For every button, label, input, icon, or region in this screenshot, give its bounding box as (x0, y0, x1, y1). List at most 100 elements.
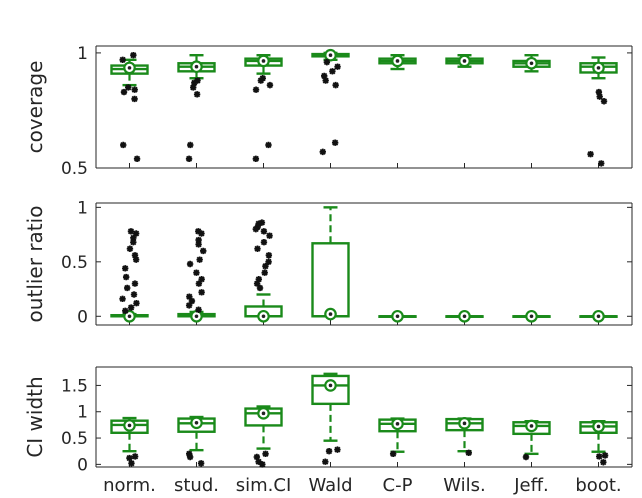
outlier-point (195, 236, 202, 244)
mean-marker-dot (529, 314, 534, 319)
mean-marker-dot (328, 312, 333, 316)
x-category-label: norm. (103, 475, 156, 496)
outlier-point (255, 220, 262, 227)
outlier-point (127, 228, 135, 235)
mean-marker-dot (127, 423, 132, 428)
outlier-point (253, 453, 261, 461)
outlier-point (124, 284, 131, 292)
outlier-point (265, 258, 272, 266)
box-Wils. (445, 309, 484, 323)
outlier-point (261, 269, 268, 276)
outlier-point (130, 234, 137, 242)
outlier-point (322, 77, 329, 84)
outlier-point (252, 225, 260, 233)
outlier-point (258, 219, 266, 226)
mean-marker-dot (529, 424, 534, 428)
box-stud. (177, 54, 216, 162)
outlier-point (255, 276, 263, 283)
outlier-point (119, 295, 126, 303)
outlier-point (190, 84, 197, 91)
box-norm. (110, 228, 149, 323)
outlier-point (334, 446, 341, 453)
outlier-point (601, 452, 609, 459)
outlier-point (262, 262, 269, 270)
mean-marker-dot (462, 421, 467, 426)
outlier-point (133, 300, 140, 307)
y-tick-label: 1.5 (61, 376, 88, 396)
outlier-point (188, 297, 196, 305)
outlier-point (122, 307, 129, 315)
mean-marker-dot (395, 422, 400, 426)
x-category-label: Jeff. (513, 475, 549, 496)
mean-marker-dot (462, 314, 467, 319)
mean-marker-dot (596, 424, 601, 429)
outlier-point (131, 252, 139, 259)
mean-marker-dot (194, 420, 199, 425)
box-norm. (110, 52, 149, 162)
box-boot. (579, 420, 618, 466)
outlier-point (260, 228, 268, 235)
box-C-P (378, 54, 417, 71)
outlier-point (131, 453, 139, 460)
outlier-point (325, 448, 333, 455)
outlier-point (132, 256, 140, 263)
mean-marker-dot (194, 64, 199, 69)
iqr-box (311, 242, 350, 318)
box-sim.CI (244, 405, 283, 468)
outlier-point (322, 458, 329, 465)
x-category-label: C-P (383, 475, 413, 496)
outlier-point (522, 453, 530, 461)
outlier-point (130, 291, 138, 298)
box-boot. (579, 309, 618, 323)
box-Wald (311, 206, 350, 321)
outlier-point (257, 77, 265, 84)
outlier-point (191, 79, 198, 87)
outlier-point (185, 302, 193, 309)
box-Jeff. (512, 309, 551, 323)
outlier-point (266, 81, 274, 89)
mean-marker-dot (529, 61, 534, 66)
outlier-point (600, 459, 607, 466)
box-C-P (378, 309, 417, 323)
y-tick-label: 0.5 (61, 253, 88, 273)
mean-marker-dot (395, 59, 400, 63)
outlier-point (600, 98, 608, 105)
mean-marker-dot (261, 314, 266, 319)
outlier-point (200, 247, 207, 255)
box-stud. (177, 415, 216, 467)
outlier-point (596, 453, 603, 460)
outlier-point (195, 241, 202, 248)
outlier-point (122, 265, 129, 272)
y-tick-label: 1 (77, 44, 88, 64)
outlier-point (265, 141, 272, 149)
outlier-point (256, 284, 264, 292)
outlier-point (198, 230, 205, 237)
outlier-point (265, 252, 273, 259)
outlier-point (334, 63, 341, 70)
box-Wils. (445, 54, 484, 68)
outlier-point (259, 461, 266, 468)
box-C-P (378, 417, 417, 458)
x-category-label: boot. (575, 475, 621, 496)
outlier-point (122, 273, 130, 281)
outlier-point (195, 228, 202, 235)
outlier-point (131, 95, 138, 103)
outlier-point (126, 245, 134, 252)
outlier-point (185, 450, 193, 458)
outlier-point (126, 454, 133, 462)
outlier-point (128, 460, 135, 467)
y-tick-label: 0 (77, 455, 88, 475)
box-boot. (579, 56, 618, 167)
outlier-point (587, 150, 594, 158)
box-norm. (110, 416, 149, 467)
outlier-point (253, 280, 261, 287)
y-tick-label: 1 (77, 403, 88, 423)
outlier-point (266, 232, 273, 239)
mean-marker-dot (395, 314, 400, 319)
outlier-point (329, 68, 336, 75)
outlier-point (598, 160, 605, 167)
outlier-point (195, 306, 202, 313)
